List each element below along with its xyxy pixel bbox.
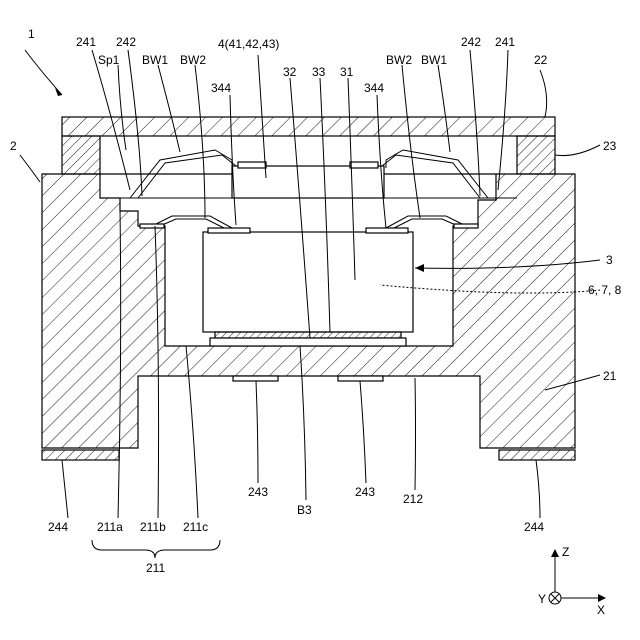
label-wire2-left: BW2 [180,53,206,67]
leader-23 [555,145,600,156]
leader-sp1 [118,65,126,150]
label-package: 2 [10,139,17,153]
leader-344-left [230,95,236,225]
outer-terminal-left [42,450,119,460]
electrode-element [232,166,384,198]
leader-212 [415,378,416,490]
label-functions: 6, 7, 8 [588,283,622,297]
label-bonding-layer: 23 [603,139,617,153]
label-space: Sp1 [98,53,120,67]
label-chip-body: 31 [340,65,354,79]
recess-bracket [92,540,220,558]
bottom-pad-right [338,376,383,381]
label-outer-terminal-left: 244 [48,520,68,534]
label-bottom-pad-left: 243 [248,485,268,499]
label-floor: 212 [403,492,423,506]
axis-y-label: Y [538,592,546,606]
electrode-pad-right [350,162,378,168]
leader-bw1-left [158,65,180,152]
label-step-c: 211c [183,520,208,534]
label-base: 21 [603,369,617,383]
bottom-pad-left [233,376,278,381]
step-pad-right [454,224,478,228]
label-chip-pad-right: 344 [364,81,384,95]
upper-bonding-wire-right-inner [382,155,480,198]
chip-pad-right [366,228,408,233]
label-chip-pad-left: 344 [211,81,231,95]
upper-bonding-wire-left-inner [138,155,236,198]
label-outer-terminal-right: 244 [524,520,544,534]
label-device: 1 [28,27,35,41]
label-electrode-group: 4(41,42,43) [218,37,279,51]
leader-bw1-right [438,65,450,152]
label-step-a: 211a [97,520,123,534]
leader-244-right [536,460,540,518]
leader-243-right [360,381,366,483]
bonding-layer-left [62,136,100,174]
label-recess: 211 [146,561,165,575]
die-attach [210,338,406,346]
leader-bw2-right [402,65,420,218]
leader-243-left [256,381,258,483]
label-die-attach: B3 [297,503,312,517]
step-pad-left [140,224,164,228]
label-chip-bonding-layer: 33 [312,65,326,79]
leader-bw2-left [195,65,205,218]
leader-device [25,50,62,95]
outer-terminal-right [499,450,575,460]
label-lid: 22 [534,53,548,67]
label-inner-pad-left: 242 [116,35,136,49]
label-chip: 3 [606,253,613,267]
axis-x-label: X [597,603,605,617]
label-bottom-pad-right: 243 [355,485,375,499]
label-wire1-left: BW1 [142,53,168,67]
label-step-top-left: 241 [76,35,96,49]
label-wire2-right: BW2 [386,53,412,67]
chip-pad-left [208,228,250,233]
label-chip-bottom-layer: 32 [283,65,297,79]
axis-indicator: Z Y X [538,545,606,617]
chip-bottom-layer [215,332,401,338]
label-inner-pad-right: 242 [461,35,481,49]
leader-package [20,155,40,182]
leader-244-left [62,460,68,518]
axis-z-label: Z [562,545,569,559]
label-wire1-right: BW1 [421,53,447,67]
electrode-pad-left [238,162,266,168]
bonding-layer-right [517,136,555,174]
label-step-b: 211b [140,520,166,534]
label-step-top-right: 241 [495,35,515,49]
leader-lid [540,70,547,117]
